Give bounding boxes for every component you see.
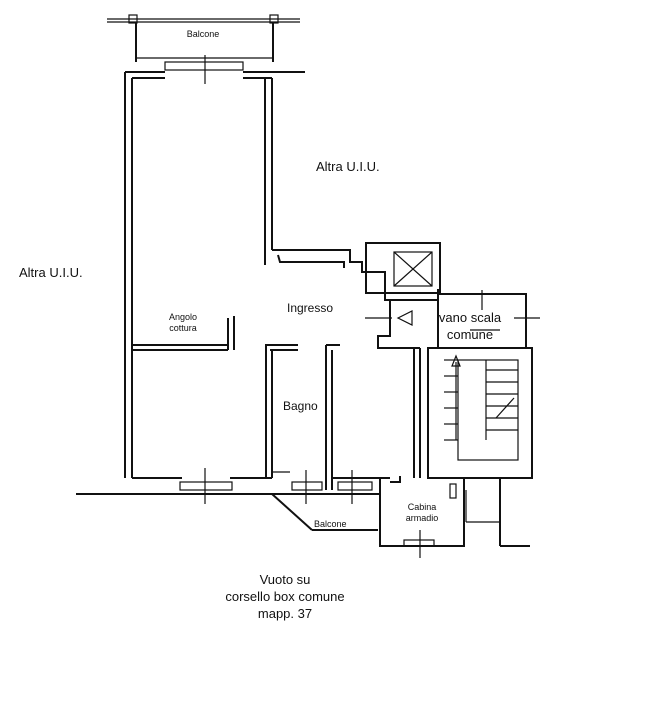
void-note-line-2: corsello box comune [225,589,345,604]
main-walls [76,71,380,495]
walk-in-closet-label-1: Cabina [407,502,437,512]
window-top [164,55,244,84]
cooking-corner-label-1: Angolo [168,312,198,322]
bathroom-label: Bagno [283,399,318,413]
balcony-top-label: Balcone [186,29,220,39]
walk-in-closet-label-2: armadio [405,513,439,523]
balcony-bottom [271,493,381,531]
void-note-line-3: mapp. 37 [257,606,313,621]
balcony-top-railing [107,14,300,62]
stairwell-label-2: comune [446,327,494,342]
stairwell-label-1: vano scala [438,310,502,325]
entrance-walls [272,242,441,349]
bathroom-walls [265,344,390,504]
window-bottom-left [179,468,233,504]
balcony-bottom-label: Balcone [314,519,347,529]
void-note-line-1: Vuoto su [259,572,311,587]
other-unit-right-label: Altra U.I.U. [316,159,380,174]
other-unit-left-label: Altra U.I.U. [19,265,83,280]
entrance-label: Ingresso [287,301,334,315]
cooking-corner-label-2: cottura [169,323,197,333]
lower-right-walls [413,348,421,478]
